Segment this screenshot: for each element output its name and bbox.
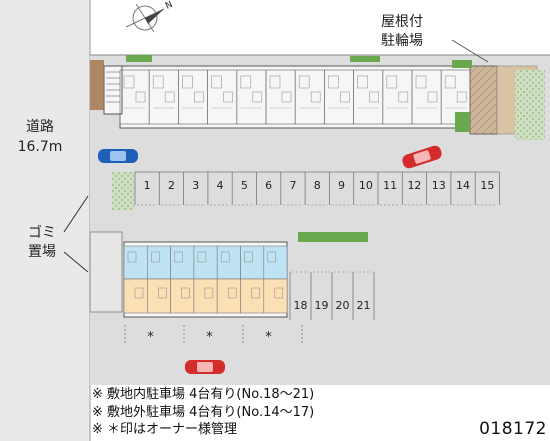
notes: ※ 敷地内駐車場 4台有り(No.18～21) ※ 敷地外駐車場 4台有り(No… xyxy=(92,386,392,439)
stall-number: 2 xyxy=(168,179,175,192)
unit xyxy=(240,245,265,314)
unit xyxy=(148,69,179,125)
unit xyxy=(216,245,241,314)
car-red-icon xyxy=(185,360,225,374)
stall-number: 6 xyxy=(265,179,272,192)
stall-number: 9 xyxy=(338,179,345,192)
unit xyxy=(193,245,218,314)
compass: N xyxy=(125,0,174,33)
stall-number: 11 xyxy=(383,179,397,192)
unit xyxy=(170,245,195,314)
stall-number: 4 xyxy=(217,179,224,192)
lower-parking-row: 18 19 20 21 xyxy=(289,271,375,320)
stall-number: 5 xyxy=(241,179,248,192)
stall-number: 3 xyxy=(192,179,199,192)
bicycle-parking-label: 駐輪場 xyxy=(381,32,423,49)
owner-mark: * xyxy=(206,330,213,345)
car-red-icon xyxy=(402,145,442,169)
road xyxy=(0,0,90,441)
stall-number: 13 xyxy=(432,179,446,192)
north-label: N xyxy=(164,0,174,12)
stall-number: 18 xyxy=(294,299,308,312)
stall-number: 8 xyxy=(314,179,321,192)
stall-number: 12 xyxy=(407,179,421,192)
stall-number: 21 xyxy=(357,299,371,312)
note-line: ※ ＊印はオーナー様管理 xyxy=(92,422,238,437)
unit xyxy=(147,245,171,314)
stall-number: 15 xyxy=(480,179,494,192)
stall-number: 20 xyxy=(336,299,350,312)
bicycle-parking-label: 屋根付 xyxy=(381,14,423,30)
stall-number: 7 xyxy=(289,179,296,192)
north-arrow-icon xyxy=(145,9,164,24)
stall-number: 19 xyxy=(315,299,329,312)
second-building xyxy=(89,231,288,318)
note-line: ※ 敷地外駐車場 4台有り(No.14～17) xyxy=(92,404,315,420)
stall-number: 14 xyxy=(456,179,470,192)
garbage-label: ゴミ xyxy=(28,224,56,241)
owner-mark: * xyxy=(147,330,154,345)
owner-mark: * xyxy=(265,330,272,345)
main-building xyxy=(103,65,471,129)
map-id: 018172 xyxy=(479,419,547,439)
stall-number: 10 xyxy=(359,179,373,192)
unit xyxy=(382,69,413,125)
road-width: 16.7m xyxy=(18,139,63,155)
unit xyxy=(123,245,148,314)
car-blue-icon xyxy=(98,149,138,163)
owner-stalls: * * * xyxy=(124,325,303,345)
unit xyxy=(263,245,288,314)
garbage-label: 置場 xyxy=(28,244,56,260)
stall-number: 1 xyxy=(144,179,151,192)
road-name: 道路 xyxy=(26,119,54,135)
note-line: ※ 敷地内駐車場 4台有り(No.18～21) xyxy=(92,387,315,402)
